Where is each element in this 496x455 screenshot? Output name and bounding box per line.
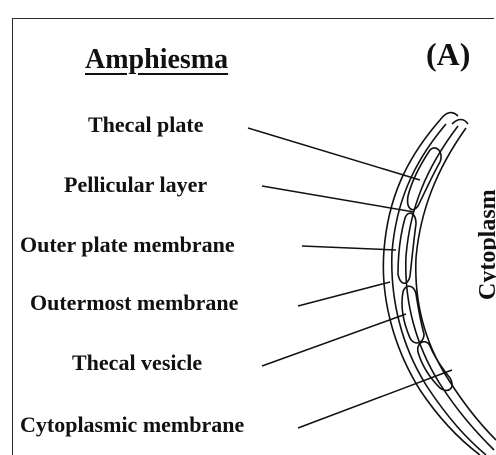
plate-inner-membrane-line [406,126,494,450]
membrane-top-curl-2 [452,120,468,125]
leader-outer-plate-membrane [302,246,396,250]
membrane-top-curl-1 [440,113,458,120]
leader-thecal-vesicle [262,314,406,366]
leader-cytoplasmic-membrane [298,370,452,428]
thecal-vesicle-bottom [418,342,452,391]
leader-pellicular-layer [262,186,414,212]
leader-outermost-membrane [298,282,390,306]
leader-thecal-plate [248,128,420,180]
